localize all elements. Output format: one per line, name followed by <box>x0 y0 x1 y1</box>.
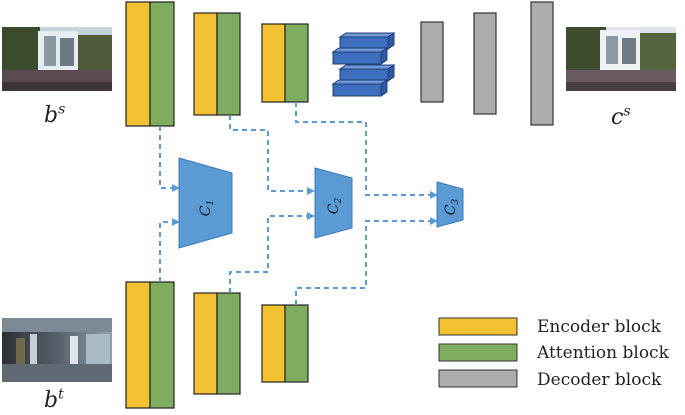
decoder-block <box>420 21 444 103</box>
output-image <box>566 27 676 91</box>
decoder-block <box>473 12 497 115</box>
classifier-c3: C3 <box>436 181 464 228</box>
classifier-c1: C1 <box>178 157 233 249</box>
bottleneck-block <box>338 64 396 82</box>
decoder-stack <box>420 1 554 126</box>
connectors <box>159 102 438 305</box>
source-image <box>2 27 112 91</box>
bottleneck-block <box>331 47 389 65</box>
connector-to-c2-top <box>229 115 315 195</box>
encoder-block <box>193 12 218 116</box>
target-input-label: bt <box>44 386 64 413</box>
encoder-block <box>125 281 151 409</box>
target-encoder-stack <box>125 281 309 409</box>
svg-text:C2: C2 <box>326 198 344 215</box>
bottleneck-block <box>338 32 396 50</box>
source-input-label: bs <box>44 101 66 128</box>
svg-text:Encoder block: Encoder block <box>537 317 662 337</box>
attention-block <box>284 23 309 103</box>
attention-block <box>149 1 175 127</box>
svg-text:Decoder block: Decoder block <box>537 370 662 390</box>
svg-text:C1: C1 <box>198 200 216 216</box>
source-encoder-stack <box>125 1 309 127</box>
connector-to-c1-bottom <box>159 218 180 282</box>
encoder-block <box>125 1 151 127</box>
svg-text:Attention block: Attention block <box>536 343 670 363</box>
encoder-block <box>261 304 286 383</box>
encoder-block <box>261 23 286 103</box>
decoder-block <box>530 1 554 126</box>
classifier-c2: C2 <box>314 167 353 239</box>
attention-block <box>216 292 241 395</box>
legend: Encoder block Attention block Decoder bl… <box>438 317 670 390</box>
connector-to-c1-top <box>159 126 180 192</box>
svg-text:C3: C3 <box>443 199 461 216</box>
output-label: cs <box>611 103 631 130</box>
target-image <box>2 318 112 382</box>
connector-to-c3-top <box>295 102 438 199</box>
connector-to-c3-bottom <box>295 217 438 305</box>
attention-block <box>149 281 175 409</box>
connector-to-c2-bottom <box>229 212 315 293</box>
bottleneck-blocks <box>331 32 396 97</box>
legend-item-attention: Attention block <box>438 343 670 363</box>
bottleneck-block <box>331 79 389 97</box>
legend-item-decoder: Decoder block <box>438 369 662 390</box>
attention-block <box>284 304 309 383</box>
legend-item-encoder: Encoder block <box>438 317 662 337</box>
encoder-block <box>193 292 218 395</box>
attention-block <box>216 12 241 116</box>
